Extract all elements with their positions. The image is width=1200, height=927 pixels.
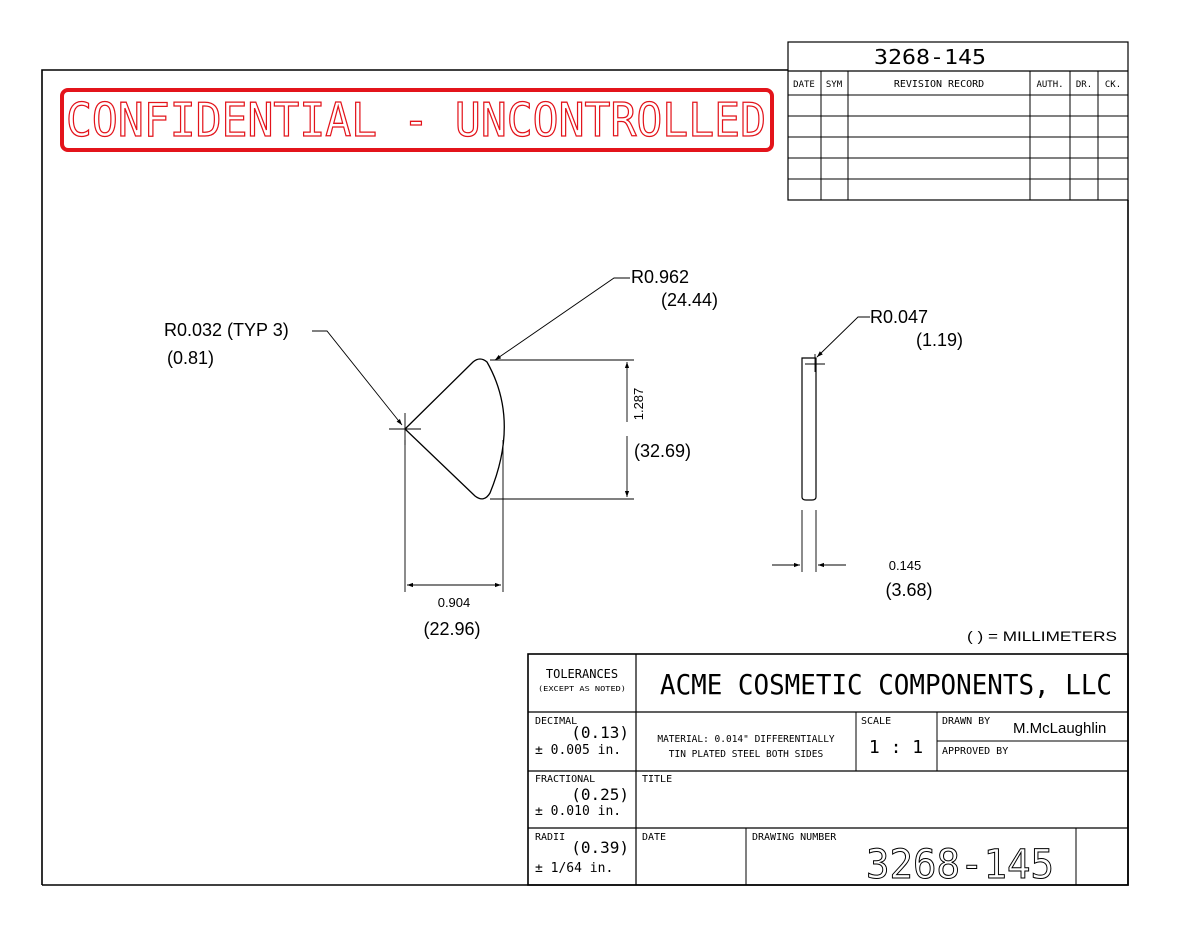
- date-label: DATE: [642, 832, 666, 843]
- material-line2: TIN PLATED STEEL BOTH SIDES: [669, 749, 824, 760]
- radii-label: RADII: [535, 832, 565, 843]
- drawn-by-value: M.McLaughlin: [1013, 720, 1106, 737]
- tolerances-label: TOLERANCES: [546, 667, 618, 681]
- rev-header-dr: DR.: [1076, 80, 1092, 90]
- radii-value: ± 1/64 in.: [535, 861, 613, 876]
- title-block: TOLERANCES (EXCEPT AS NOTED) ACME COSMET…: [527, 653, 1129, 889]
- dim-thickness: 0.145: [889, 558, 922, 573]
- rev-header-date: DATE: [793, 80, 815, 90]
- fractional-mm: (0.25): [571, 785, 629, 804]
- title-label: TITLE: [642, 774, 672, 785]
- dim-r-large: R0.962: [631, 267, 689, 287]
- confidential-stamp: CONFIDENTIAL - UNCONTROLLED: [60, 88, 774, 152]
- dim-thickness-mm: (3.68): [885, 580, 932, 600]
- fractional-value: ± 0.010 in.: [535, 804, 621, 819]
- revision-drawing-number: 3268-145: [874, 45, 986, 69]
- rev-header-sym: SYM: [826, 80, 843, 90]
- drawing-number-label: DRAWING NUMBER: [752, 832, 837, 843]
- decimal-value: ± 0.005 in.: [535, 743, 621, 758]
- material-line1: MATERIAL: 0.014" DIFFERENTIALLY: [657, 734, 835, 745]
- approved-by-label: APPROVED BY: [942, 746, 1008, 757]
- side-outline: [801, 357, 817, 501]
- fractional-label: FRACTIONAL: [535, 774, 595, 785]
- dim-r-large-mm: (24.44): [661, 290, 718, 310]
- part-front-view: [312, 277, 634, 592]
- rev-header-ck: CK.: [1105, 80, 1121, 90]
- dim-width-mm: (22.96): [423, 619, 480, 639]
- decimal-label: DECIMAL: [535, 716, 577, 727]
- sheet-border: [41, 69, 1129, 886]
- except-noted-label: (EXCEPT AS NOTED): [538, 685, 626, 693]
- rev-header-auth: AUTH.: [1036, 80, 1063, 90]
- rev-header-record: REVISION RECORD: [894, 79, 984, 90]
- revision-block: 3268-145 DATE SYM REVISION RECORD AUTH. …: [787, 41, 1129, 201]
- dim-r-small-mm: (0.81): [167, 348, 214, 368]
- dim-height: 1.287: [631, 388, 646, 421]
- company-name: ACME COSMETIC COMPONENTS, LLC: [660, 668, 1112, 701]
- drawing-number: 3268-145: [866, 842, 1054, 888]
- radii-mm: (0.39): [571, 838, 629, 857]
- scale-value: 1 : 1: [869, 737, 923, 758]
- confidential-stamp-text: CONFIDENTIAL - UNCONTROLLED: [66, 93, 766, 147]
- dim-r-edge-mm: (1.19): [916, 330, 963, 350]
- dim-r-small: R0.032 (TYP 3): [164, 320, 289, 340]
- drawn-by-label: DRAWN BY: [942, 716, 990, 727]
- scale-label: SCALE: [861, 716, 891, 727]
- dim-r-edge: R0.047: [870, 307, 928, 327]
- part-side-view: [772, 316, 870, 572]
- part-outline: [404, 358, 505, 500]
- dim-width: 0.904: [438, 595, 471, 610]
- dim-height-mm: (32.69): [634, 441, 691, 461]
- decimal-mm: (0.13): [571, 723, 629, 742]
- units-note: ( ) = MILLIMETERS: [967, 628, 1117, 644]
